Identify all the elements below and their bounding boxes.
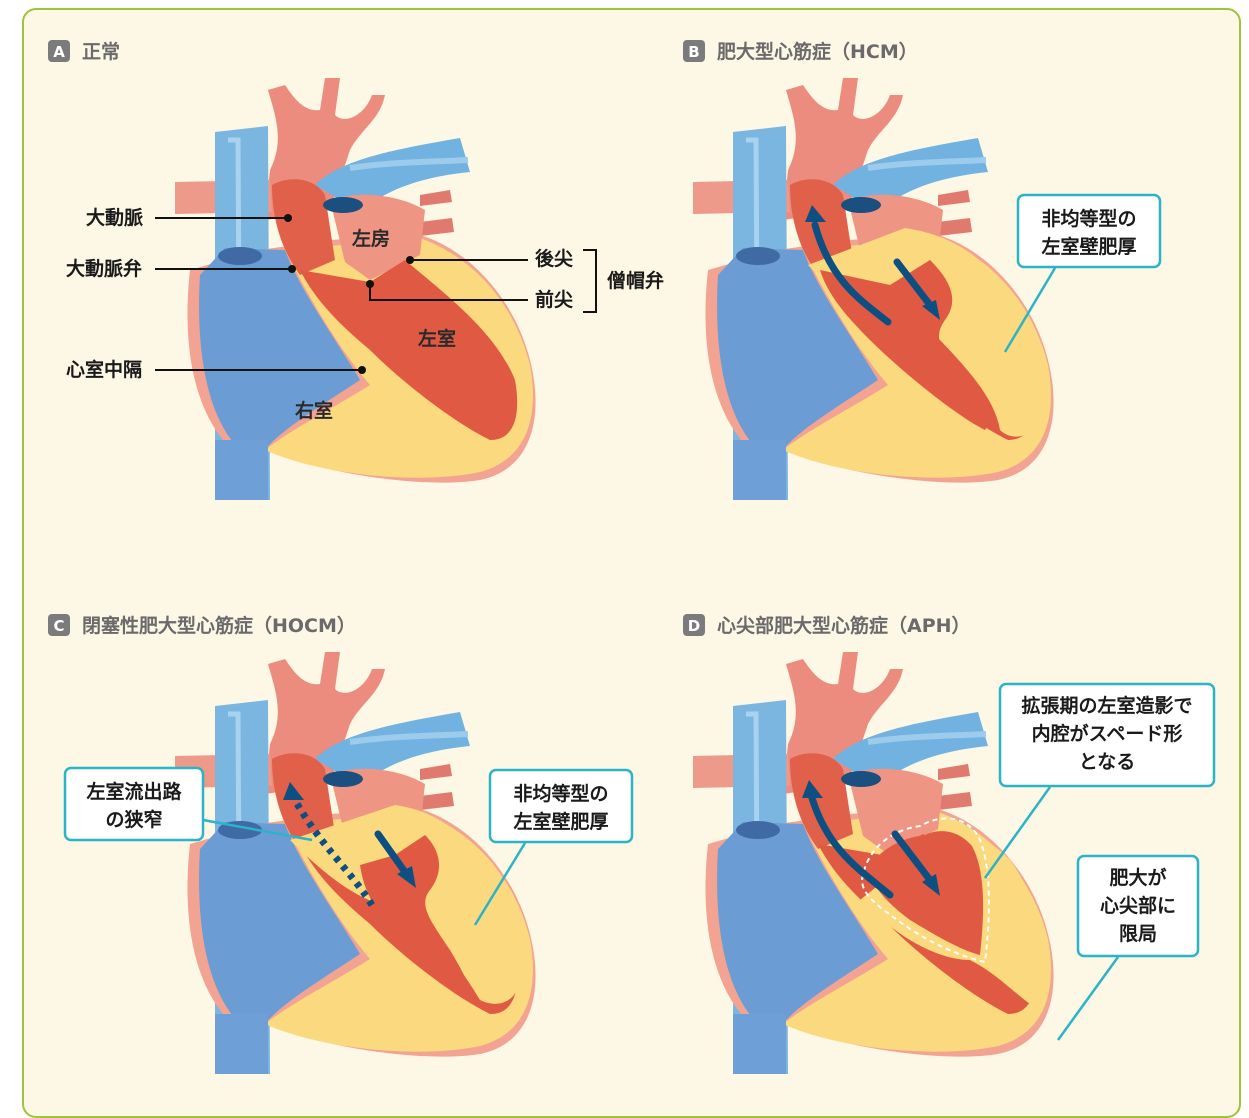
label-aorta: 大動脈 [86, 206, 143, 229]
callout-d-spade-line2: 内腔がスペード形 [1032, 722, 1183, 745]
panel-b-title: 肥大型心筋症（HCM） [717, 40, 918, 63]
badge-b-letter: B [688, 43, 699, 61]
label-mitral-valve: 僧帽弁 [607, 269, 664, 292]
badge-a-letter: A [53, 43, 65, 61]
dot-aorta [284, 214, 292, 222]
dot-aortic-valve [288, 265, 296, 273]
callout-c-asym-line2: 左室壁肥厚 [513, 810, 608, 833]
callout-d-spade-pointer [985, 787, 1050, 878]
label-left-ventricle: 左室 [418, 327, 456, 350]
callout-d-apex-line3: 限局 [1119, 923, 1157, 945]
panel-d: D 心尖部肥大型心筋症（APH） 拡張期の左室造影で 内腔がスペード形 となる … [683, 614, 1214, 1074]
mitral-bracket [583, 250, 596, 312]
label-right-ventricle: 右室 [294, 399, 333, 422]
panel-c-title: 閉塞性肥大型心筋症（HOCM） [82, 614, 356, 637]
label-posterior-leaflet: 後尖 [535, 247, 573, 270]
callout-b-line1: 非均等型の [1041, 207, 1136, 230]
label-anterior-leaflet: 前尖 [535, 288, 573, 311]
badge-d-letter: D [688, 617, 700, 635]
callout-d-spade-line3: となる [1079, 751, 1135, 773]
callout-d-apex-line2: 心尖部に [1100, 894, 1176, 917]
heart-normal [175, 78, 536, 500]
panel-b: B 肥大型心筋症（HCM） 非均等型の 左室壁肥厚 [683, 40, 1160, 500]
label-aortic-valve: 大動脈弁 [66, 257, 142, 280]
dot-posterior-leaflet [406, 256, 414, 264]
callout-d-apex-pointer [1058, 957, 1118, 1040]
label-septum: 心室中隔 [66, 358, 142, 381]
callout-d-spade-line1: 拡張期の左室造影で [1021, 694, 1192, 717]
panel-c: C 閉塞性肥大型心筋症（HOCM） 左室流出路 の狭窄 非均等型の 左室壁肥厚 [48, 614, 632, 1074]
callout-c-asym-line1: 非均等型の [513, 782, 608, 805]
dot-anterior-leaflet [366, 280, 374, 288]
panel-a: A 正常 左房 左室 右室 大動脈 大動脈弁 心室中隔 後尖 前尖 僧帽弁 [48, 40, 664, 500]
dot-septum [358, 366, 366, 374]
callout-c-outflow-line1: 左室流出路 [86, 780, 182, 803]
badge-c-letter: C [53, 617, 64, 635]
callout-c-outflow-line2: の狭窄 [105, 808, 162, 831]
callout-b-line2: 左室壁肥厚 [1041, 235, 1136, 258]
panel-d-title: 心尖部肥大型心筋症（APH） [717, 614, 971, 637]
panel-a-title: 正常 [82, 40, 120, 63]
callout-d-apex-line1: 肥大が [1109, 866, 1166, 889]
label-left-atrium: 左房 [352, 227, 390, 250]
